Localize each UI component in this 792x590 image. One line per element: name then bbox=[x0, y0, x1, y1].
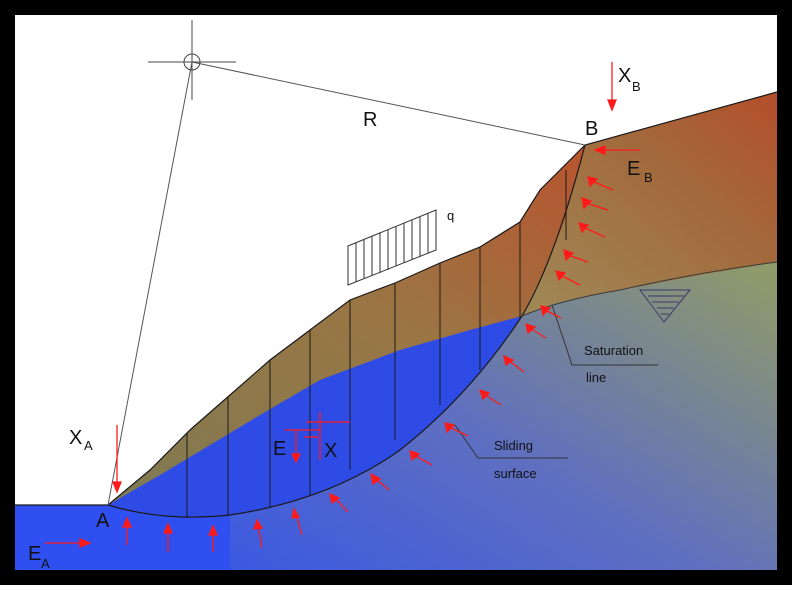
saturation-line bbox=[521, 261, 777, 317]
label-xa-subscript: A bbox=[84, 438, 93, 453]
diagram-labels: R A B q X A X B E A E B E X Saturation l… bbox=[28, 65, 653, 571]
label-eb: E bbox=[627, 158, 640, 180]
sliding-soil-wedge bbox=[108, 145, 585, 505]
radius-lines bbox=[107, 61, 586, 506]
circle-center-icon bbox=[148, 20, 236, 100]
boundary-force-arrows bbox=[45, 62, 640, 548]
label-slice-x: X bbox=[324, 440, 337, 462]
saturated-zone bbox=[108, 316, 522, 518]
label-point-b: B bbox=[585, 118, 598, 140]
label-xa: X bbox=[69, 427, 82, 449]
label-ea: E bbox=[28, 543, 41, 565]
annotation-leaders bbox=[454, 304, 658, 459]
sliding-surface-arc bbox=[107, 144, 586, 518]
label-radius: R bbox=[363, 109, 377, 131]
label-sliding-1: Sliding bbox=[494, 438, 533, 453]
water-table-icon bbox=[639, 289, 692, 323]
label-ea-subscript: A bbox=[41, 556, 50, 571]
label-point-a: A bbox=[96, 510, 110, 532]
lower-left-saturated bbox=[15, 505, 230, 570]
slice-lines bbox=[186, 170, 567, 518]
label-saturation-2: line bbox=[586, 370, 606, 385]
label-xb: X bbox=[618, 65, 631, 87]
label-sliding-2: surface bbox=[494, 466, 537, 481]
surcharge-load-icon bbox=[347, 209, 437, 286]
label-saturation-1: Saturation bbox=[584, 343, 643, 358]
label-load-q: q bbox=[447, 208, 454, 223]
label-xb-subscript: B bbox=[632, 79, 641, 94]
label-eb-subscript: B bbox=[644, 170, 653, 185]
label-slice-e: E bbox=[273, 438, 286, 460]
pore-pressure-arrows bbox=[121, 176, 614, 552]
